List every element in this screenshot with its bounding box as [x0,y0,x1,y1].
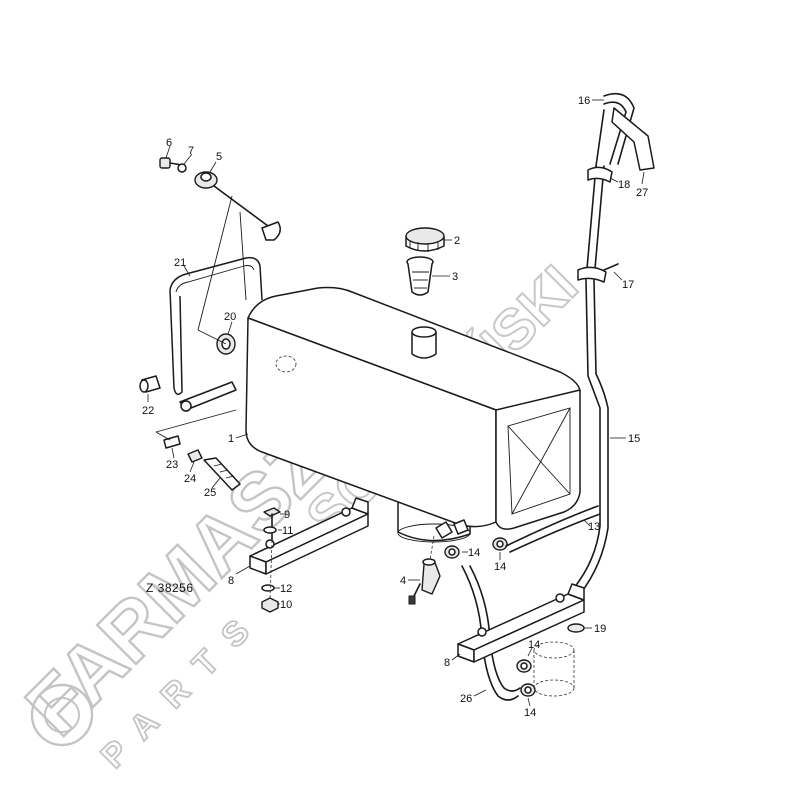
callout-27: 27 [636,187,648,199]
callout-25: 25 [204,487,216,499]
pipe-15 [565,165,609,607]
callout-16: 16 [578,95,590,107]
callout-12: 12 [280,583,292,595]
callout-leaders [147,99,645,707]
hose-clip-14c [516,659,532,673]
callout-5: 5 [216,151,222,163]
callout-14a: 14 [468,547,480,559]
callout-4: 4 [400,575,406,587]
drain-cock [408,558,441,605]
washer-19 [567,623,585,633]
callout-3: 3 [452,271,458,283]
callout-18: 18 [618,179,630,191]
assembly-lines [155,195,247,441]
clamp-17 [577,263,619,283]
fuel-gauge-sender [194,171,281,241]
callout-13: 13 [588,521,600,533]
stud-25 [203,457,241,491]
callout-8-right: 8 [444,657,450,669]
assembly-axis-left [269,539,273,601]
callout-17: 17 [622,279,634,291]
callout-22: 22 [142,405,154,417]
callout-19: 19 [594,623,606,635]
hose-clip-14b [492,537,508,551]
callout-labels: 1 2 3 4 5 6 7 8 8 9 10 11 12 13 14 14 14… [142,95,648,719]
callout-6: 6 [166,137,172,149]
washer-7 [177,163,187,173]
bracket-27 [611,107,655,171]
callout-11: 11 [282,525,293,537]
callout-24: 24 [184,473,196,485]
callout-7: 7 [188,145,194,157]
callout-2: 2 [454,235,460,247]
callout-14b: 14 [494,561,506,573]
nut-24 [187,449,203,463]
hose-clip-14a [444,545,460,559]
callout-14d: 14 [524,707,536,719]
return-pipe-13 [505,505,601,553]
callout-10: 10 [280,599,292,611]
hose-26 [461,565,521,701]
nut-10 [261,597,279,613]
callout-8-left: 8 [228,575,234,587]
clamp-bracket [179,381,237,412]
hose-clip-14d [520,683,536,697]
callout-23: 23 [166,459,178,471]
bushing-22 [139,375,161,393]
filler-strainer [406,256,434,296]
callout-26: 26 [460,693,472,705]
tank-strap [169,256,263,395]
callout-9: 9 [284,509,290,521]
clamp-18 [587,166,613,183]
pipe-16 [595,92,635,167]
gear-logo-icon [30,683,94,747]
mount-bracket-left [249,497,369,575]
callout-14c: 14 [528,639,540,651]
fuel-tank [245,286,581,543]
callout-1: 1 [228,433,234,445]
callout-20: 20 [224,311,236,323]
washer-12 [261,584,275,592]
fitting-sump [435,519,469,539]
washer-11 [263,526,277,534]
drain-axis [429,535,435,561]
dashed-filter-outline [533,641,575,697]
callout-21: 21 [174,257,186,269]
filler-cap [405,227,445,252]
drawing-reference: Z 38256 [146,581,194,595]
mount-bracket-right [457,583,585,663]
bolt-6 [159,157,183,169]
callout-15: 15 [628,433,640,445]
